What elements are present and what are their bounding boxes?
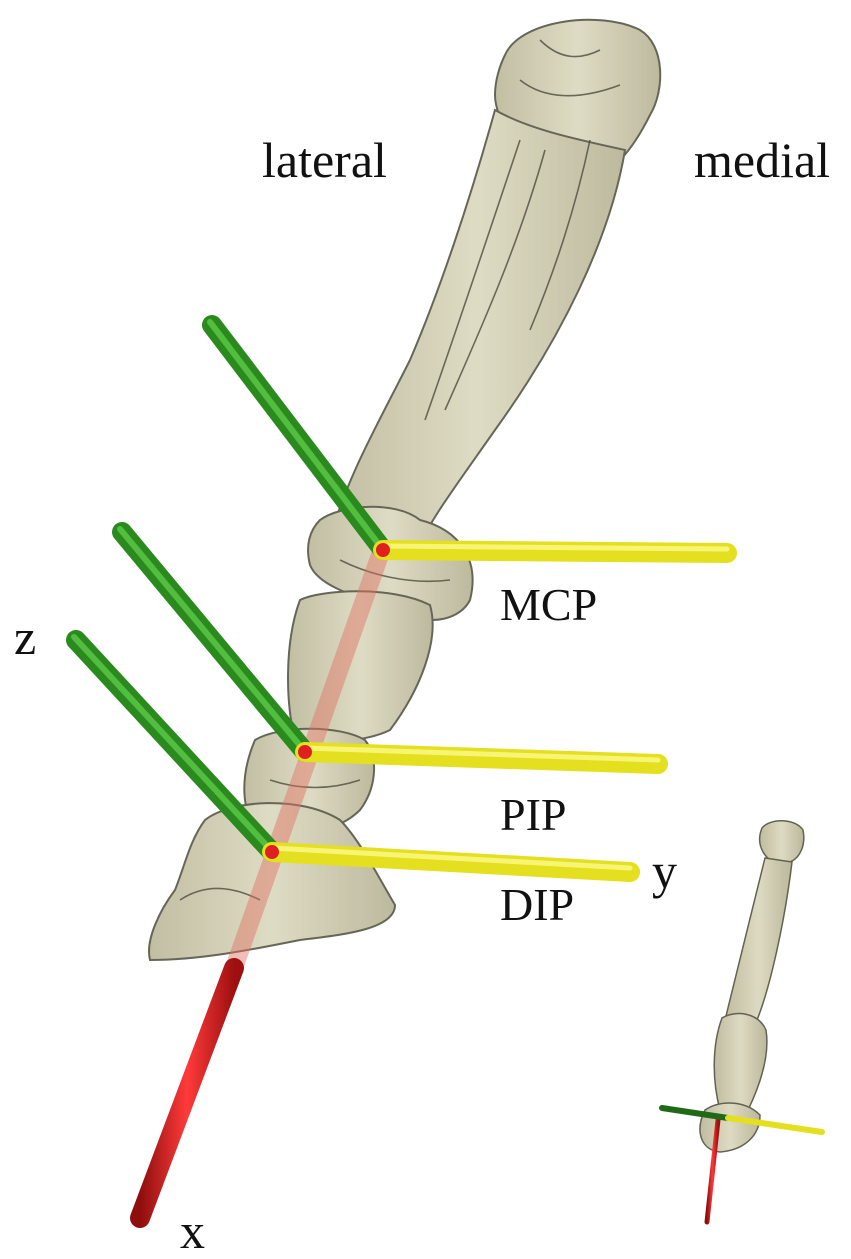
dip-origin xyxy=(265,845,279,859)
lateral-label: lateral xyxy=(262,135,387,185)
x-axis-label: x xyxy=(180,1206,205,1256)
mcp-label: MCP xyxy=(500,582,597,628)
dip-label: DIP xyxy=(500,882,574,928)
pip-label: PIP xyxy=(500,792,566,838)
y-axis-label: y xyxy=(652,846,677,896)
medial-label: medial xyxy=(694,135,830,185)
z-axis-label: z xyxy=(14,612,36,662)
mcp-origin xyxy=(376,543,390,557)
pip-origin xyxy=(298,745,312,759)
inset-limb xyxy=(662,821,822,1222)
main-limb-bones xyxy=(149,20,660,960)
